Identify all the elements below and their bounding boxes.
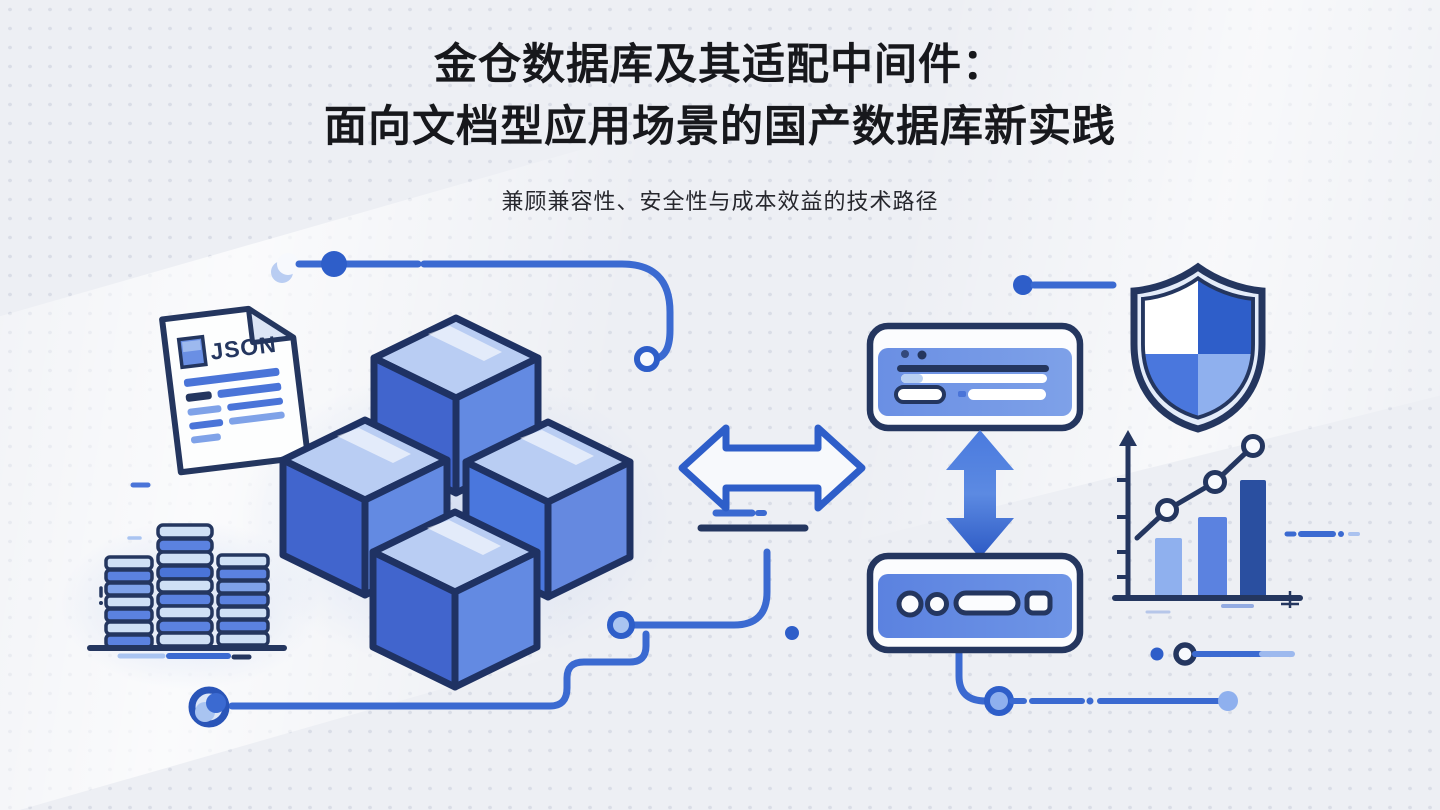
drive-slot-icon bbox=[953, 590, 1021, 616]
trend-point-icon bbox=[1203, 470, 1227, 494]
port-icon bbox=[1024, 590, 1053, 616]
window-dot-icon bbox=[901, 350, 909, 358]
chart-bar bbox=[1240, 480, 1266, 598]
shield-icon bbox=[1130, 262, 1266, 433]
trend-point-icon bbox=[1241, 434, 1265, 458]
chart-bar bbox=[1155, 538, 1182, 598]
indicator-light-icon bbox=[896, 590, 924, 618]
vertical-sync-arrow-icon bbox=[946, 430, 1014, 558]
trend-point-icon bbox=[1155, 498, 1179, 522]
data-cubes-icon bbox=[279, 314, 634, 691]
bidirectional-arrow-icon bbox=[678, 424, 866, 512]
title-block: 金仓数据库及其适配中间件： 面向文档型应用场景的国产数据库新实践 兼顾兼容性、安… bbox=[0, 34, 1440, 216]
axis-arrowhead-icon bbox=[1119, 430, 1137, 446]
database-servers-icon bbox=[87, 523, 287, 651]
browser-window-icon bbox=[866, 322, 1084, 432]
json-document-icon: JSON bbox=[153, 295, 318, 481]
page-title-line2: 面向文档型应用场景的国产数据库新实践 bbox=[324, 103, 1116, 151]
growth-chart-icon bbox=[1112, 430, 1303, 614]
page-title-line1: 金仓数据库及其适配中间件： bbox=[434, 41, 1006, 89]
chart-bar bbox=[1198, 517, 1227, 598]
window-dot-icon bbox=[917, 350, 927, 360]
server-box-icon bbox=[866, 552, 1084, 654]
indicator-light-icon bbox=[925, 592, 949, 616]
page-subtitle: 兼顾兼容性、安全性与成本效益的技术路径 bbox=[501, 189, 939, 214]
